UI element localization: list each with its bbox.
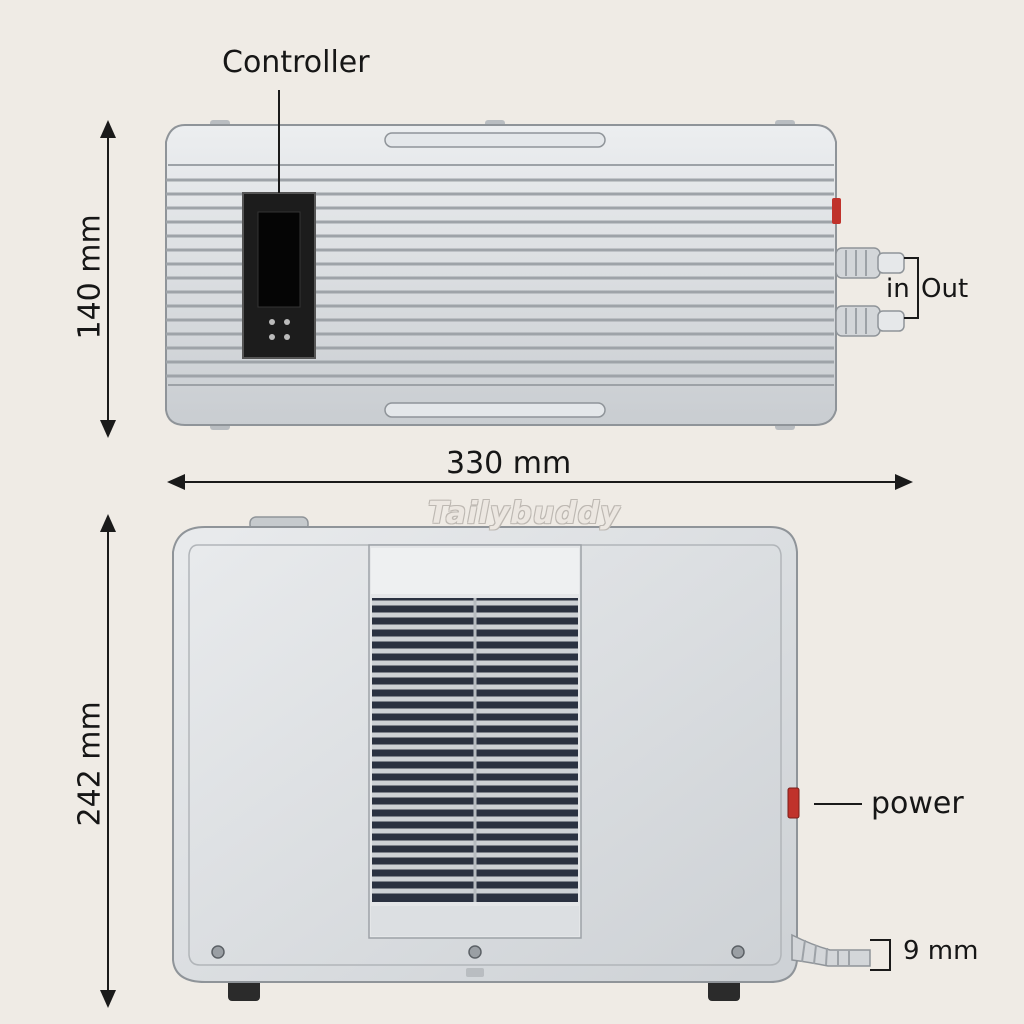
hose-outlet — [791, 933, 871, 967]
hose-port-out — [835, 305, 905, 337]
dimension-242-label: 242 mm — [72, 701, 108, 827]
front-view-unit — [172, 516, 891, 1001]
power-switch — [787, 787, 800, 819]
power-label: power — [871, 786, 964, 821]
dimension-140-label: 140 mm — [72, 214, 108, 340]
screw-right — [731, 945, 745, 959]
controller-panel — [242, 192, 316, 359]
port-in-label: in — [886, 274, 910, 304]
power-switch-top — [832, 198, 841, 224]
hose-bracket — [870, 939, 891, 971]
watermark-logo: Tailybuddy — [428, 496, 621, 531]
front-grille — [372, 598, 578, 902]
hose-size-label: 9 mm — [903, 936, 979, 966]
screw-left — [211, 945, 225, 959]
port-out-label: Out — [921, 274, 969, 304]
hose-port-in — [835, 247, 905, 279]
dimension-330-label: 330 mm — [446, 446, 572, 481]
screw-center — [468, 945, 482, 959]
controller-label: Controller — [222, 45, 370, 80]
port-bracket — [904, 257, 919, 319]
